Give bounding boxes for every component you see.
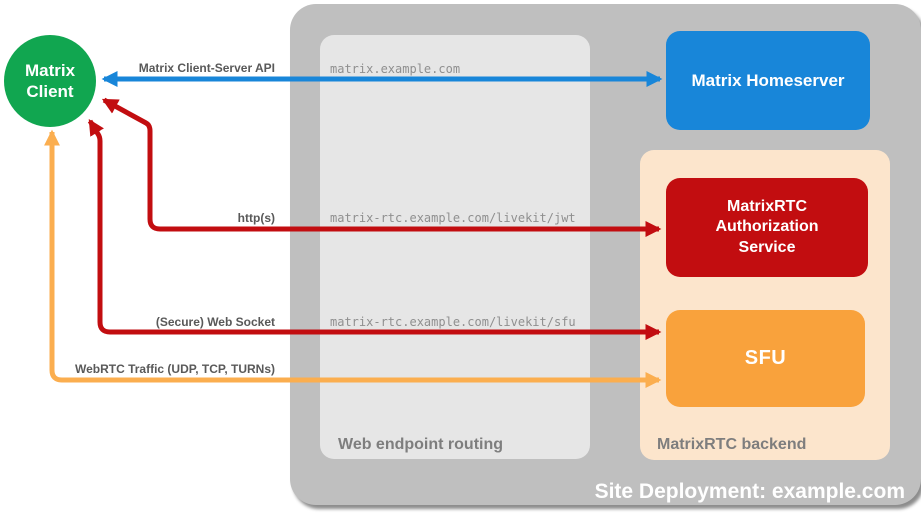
sfu-node: SFU	[666, 310, 865, 407]
websocket-arrow-label: (Secure) Web Socket	[155, 315, 275, 329]
matrixrtc-authorization-service-node: MatrixRTC Authorization Service	[666, 178, 868, 277]
endpoint-matrix-example-com: matrix.example.com	[330, 62, 461, 76]
endpoint-livekit-jwt: matrix-rtc.example.com/livekit/jwt	[330, 211, 576, 225]
matrix-client-node: Matrix Client	[4, 35, 96, 127]
web-endpoint-routing-container	[320, 35, 590, 459]
https-arrow-label: http(s)	[237, 211, 275, 225]
endpoint-livekit-sfu: matrix-rtc.example.com/livekit/sfu	[330, 315, 576, 329]
matrixrtc-authorization-service-label: MatrixRTC Authorization Service	[715, 197, 819, 256]
matrixrtc-backend-label: MatrixRTC backend	[657, 436, 807, 453]
client-server-api-arrow-label: Matrix Client-Server API	[138, 61, 275, 75]
sfu-label: SFU	[744, 347, 787, 369]
site-deployment-label: Site Deployment: example.com	[594, 480, 905, 503]
matrix-client-label: Matrix Client	[24, 60, 76, 101]
matrix-homeserver-node: Matrix Homeserver	[666, 31, 870, 130]
webrtc-traffic-arrow-label: WebRTC Traffic (UDP, TCP, TURNs)	[74, 362, 275, 376]
web-endpoint-routing-label: Web endpoint routing	[338, 436, 504, 453]
matrix-homeserver-label: Matrix Homeserver	[691, 70, 845, 90]
